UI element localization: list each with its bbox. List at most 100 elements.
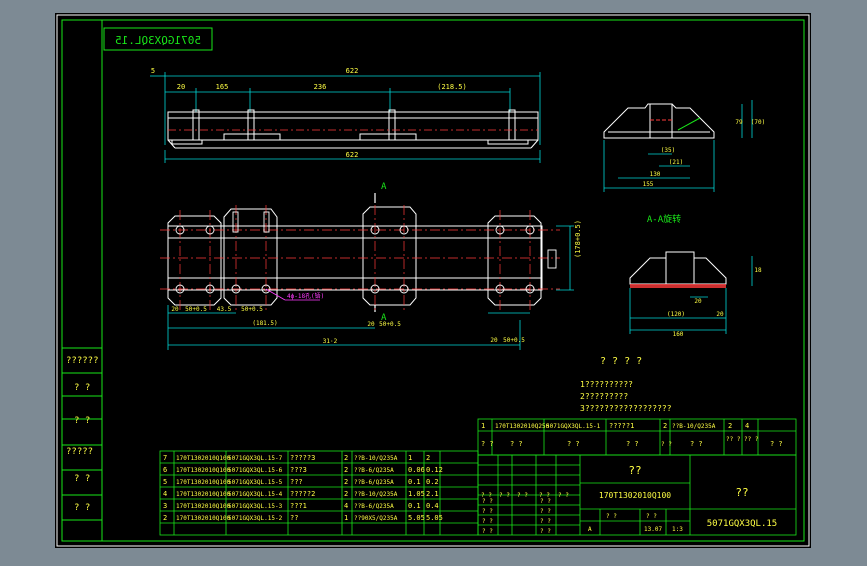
stamp-label-3: ? ? (74, 416, 90, 426)
bom-row-4-cell-2: 170T1302010Q100 (176, 479, 231, 486)
title-block[interactable]: ? ? ? ? ? ? ? ? ? ? ? ? ? ? ? ? ? ? ? ? … (477, 454, 797, 536)
bom-row-2-cell-7: 1 (408, 454, 412, 462)
bom-row-7-cell-5: 1 (344, 514, 348, 522)
mirrored-code: 5071GQX3QL.15 (115, 34, 201, 47)
top-overall-dim: 622 (346, 67, 359, 75)
bom-header-total: ?? ? (744, 436, 759, 443)
top-overall-dim-bottom: 622 (346, 151, 359, 159)
sheet-info: 13.07 (644, 526, 662, 533)
inner-border (61, 19, 805, 542)
bom-row-3-cell-1: 6 (163, 466, 167, 474)
bom-row-3-cell-3: 5071GQX3QL.15-6 (228, 467, 283, 474)
rev-label-4: ? ? (539, 492, 550, 499)
bom-row-2-cell-8: 2 (426, 454, 430, 462)
bom-row-7-cell-6: ??90X5/Q235A (354, 515, 398, 522)
bom-header-no: ? ? (481, 440, 494, 448)
bom-row-2-cell-5: 2 (344, 454, 348, 462)
sign-row-2-a: ? ? (482, 508, 493, 515)
stamp-label-5: ? ? (74, 474, 90, 484)
plan-overall-dim: 31·2 (323, 338, 338, 345)
bom-row-3-cell-4: ???3 (290, 466, 307, 474)
bom-row-2-cell-1: 7 (163, 454, 167, 462)
bom-row-6-cell-8: 0.4 (426, 502, 439, 510)
plan-height-dim: (178+0.5) (574, 220, 582, 258)
left-stamp-labels: ?????? ? ? ? ? ????? ? ? ? ? (66, 356, 99, 513)
bom-row-7-cell-7: 5.05 (408, 514, 425, 522)
section-view[interactable]: A-A旋转 18 20 (120) 20 160 (629, 213, 762, 338)
bom-row-2-cell-3: 5071GQX3QL.15-7 (228, 455, 283, 462)
sign-row-3-a: ? ? (482, 518, 493, 525)
bom-row-2-cell-6: ??B-10/Q235A (354, 455, 398, 462)
note-line-2: 2????????? (580, 392, 628, 401)
bom-row-6-cell-3: 5071GQX3QL.15-3 (228, 503, 283, 510)
side-dim-3: 130 (650, 171, 661, 178)
bom-row-4-cell-3: 5071GQX3QL.15-5 (228, 479, 283, 486)
section-dim-1: 18 (754, 267, 762, 274)
plan-dim-2: 50+0.5 (185, 306, 207, 313)
title-drawing-code: 5071GQX3QL.15 (707, 519, 777, 529)
bom-table[interactable]: 7 170T1302010Q100 5071GQX3QL.15-7?? ???3 2??… (159, 418, 797, 536)
side-dim-5: 79 (735, 119, 743, 126)
bom-row-5-cell-7: 1.05 (408, 490, 425, 498)
sign-row-3-b: ? ? (540, 518, 551, 525)
title-part-code: 170T1302010Q100 (599, 491, 671, 500)
bom-row-4-cell-6: ??B-6/Q235A (354, 479, 394, 486)
stamp-label-1: ?????? (66, 356, 99, 366)
bom-row-1-code: 170T1302010Q250 (495, 423, 550, 430)
stamp-label-2: ? ? (74, 383, 90, 393)
bom-row-1-total: 4 (745, 422, 749, 430)
top-view[interactable]: 622 5 20 165 236 (218.5) 622 (150, 67, 541, 163)
bom-row-5-cell-1: 4 (163, 490, 167, 498)
bom-row-6-cell-2: 170T1302010Q100 (176, 503, 231, 510)
top-seg-1: 20 (177, 83, 185, 91)
side-dim-2: (21) (669, 159, 683, 166)
stamp-label-6: ? ? (74, 503, 90, 513)
top-seg-2: 165 (216, 83, 229, 91)
bom-header-drawing: ? ? (567, 440, 580, 448)
section-mark-top: A (381, 182, 387, 192)
sign-row-1-b: ? ? (540, 498, 551, 505)
side-view[interactable]: (35) (21) 130 155 79 (70) (603, 100, 765, 192)
top-seg-4: (218.5) (437, 83, 467, 91)
top-left-offset: 5 (151, 67, 155, 75)
rev-label-3: ? ? (517, 492, 528, 499)
bom-row-5-cell-2: 170T1302010Q100 (176, 491, 231, 498)
bom-header-qty: ? ? (661, 441, 672, 448)
bom-row-1-drawing: 5071GQX3QL.15-1 (546, 423, 601, 430)
bom-row-4-cell-1: 5 (163, 478, 167, 486)
title-name: ?? (628, 464, 641, 477)
sign-row-2-b: ? ? (540, 508, 551, 515)
left-stamp-column (61, 20, 103, 541)
bom-row-3-cell-6: ??B-6/Q235A (354, 467, 394, 474)
section-title: A-A旋转 (647, 213, 681, 225)
section-dim-5: 160 (673, 331, 684, 338)
plan-view[interactable]: A A (160, 182, 582, 350)
bom-row-7-cell-2: 170T1302010Q100 (176, 515, 231, 522)
hole-note: 4ϕ-18孔(铻) (287, 292, 324, 300)
bom-row-3-cell-7: 0.06 (408, 466, 425, 474)
sign-row-4-b: ? ? (540, 528, 551, 535)
weight-label: ? ? (606, 513, 617, 520)
bom-header-unit: ?? ? (726, 436, 741, 443)
plan-span-dim: (181.5) (252, 320, 277, 327)
top-seg-3: 236 (314, 83, 327, 91)
section-dim-2: 20 (694, 298, 702, 305)
plan-dim-1: 20 (171, 306, 179, 313)
section-dim-3: (120) (667, 311, 685, 318)
bom-row-3-cell-8: 0.12 (426, 466, 443, 474)
bom-row-5-cell-6: ??B-10/Q235A (354, 491, 398, 498)
section-dim-4: 20 (716, 311, 724, 318)
stamp-label-4: ????? (66, 447, 93, 457)
plan-dim-4: 50+0.5 (241, 306, 263, 313)
bom-row-1-unit: 2 (728, 422, 732, 430)
section-mark-bottom: A (381, 313, 387, 323)
bom-row-1-qty: 2 (663, 422, 667, 430)
notes-title: ? ? ? ? (600, 356, 642, 367)
bom-row-4-cell-7: 0.1 (408, 478, 421, 486)
count-label: ? ? (646, 513, 657, 520)
bom-header-material: ? ? (690, 440, 703, 448)
bom-row-5-cell-8: 2.1 (426, 490, 439, 498)
bom-row-1-no: 1 (481, 422, 485, 430)
technical-notes: ? ? ? ? 1?????????? 2????????? 3????????… (580, 356, 672, 413)
